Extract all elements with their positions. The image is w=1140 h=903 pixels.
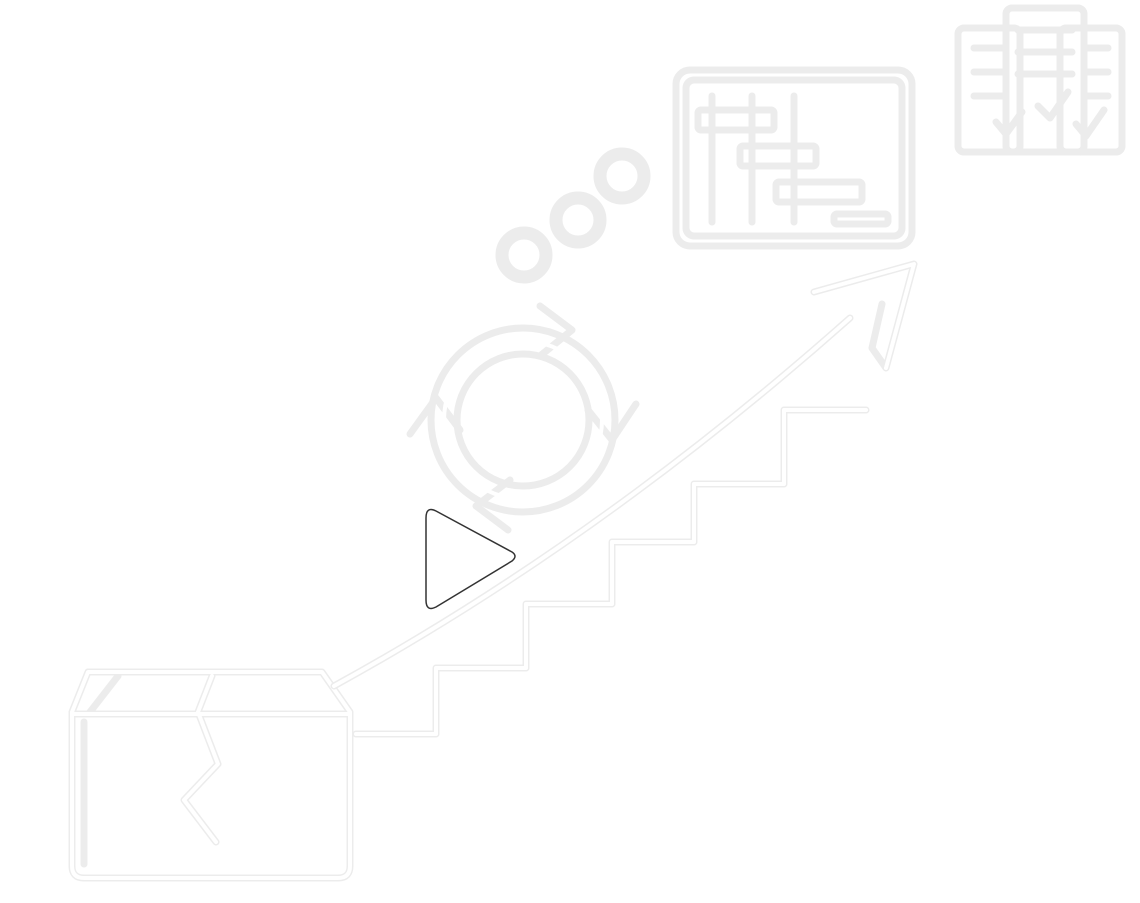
gantt-board-icon (672, 66, 916, 250)
play-icon[interactable] (425, 508, 516, 610)
cog-chain-icon (495, 147, 651, 284)
checklist-documents-icon (954, 4, 1126, 156)
staircase-icon (352, 406, 870, 738)
growth-arrow-icon (330, 260, 918, 690)
broken-box-icon (68, 668, 354, 882)
cycle-arrows-icon (406, 302, 640, 534)
